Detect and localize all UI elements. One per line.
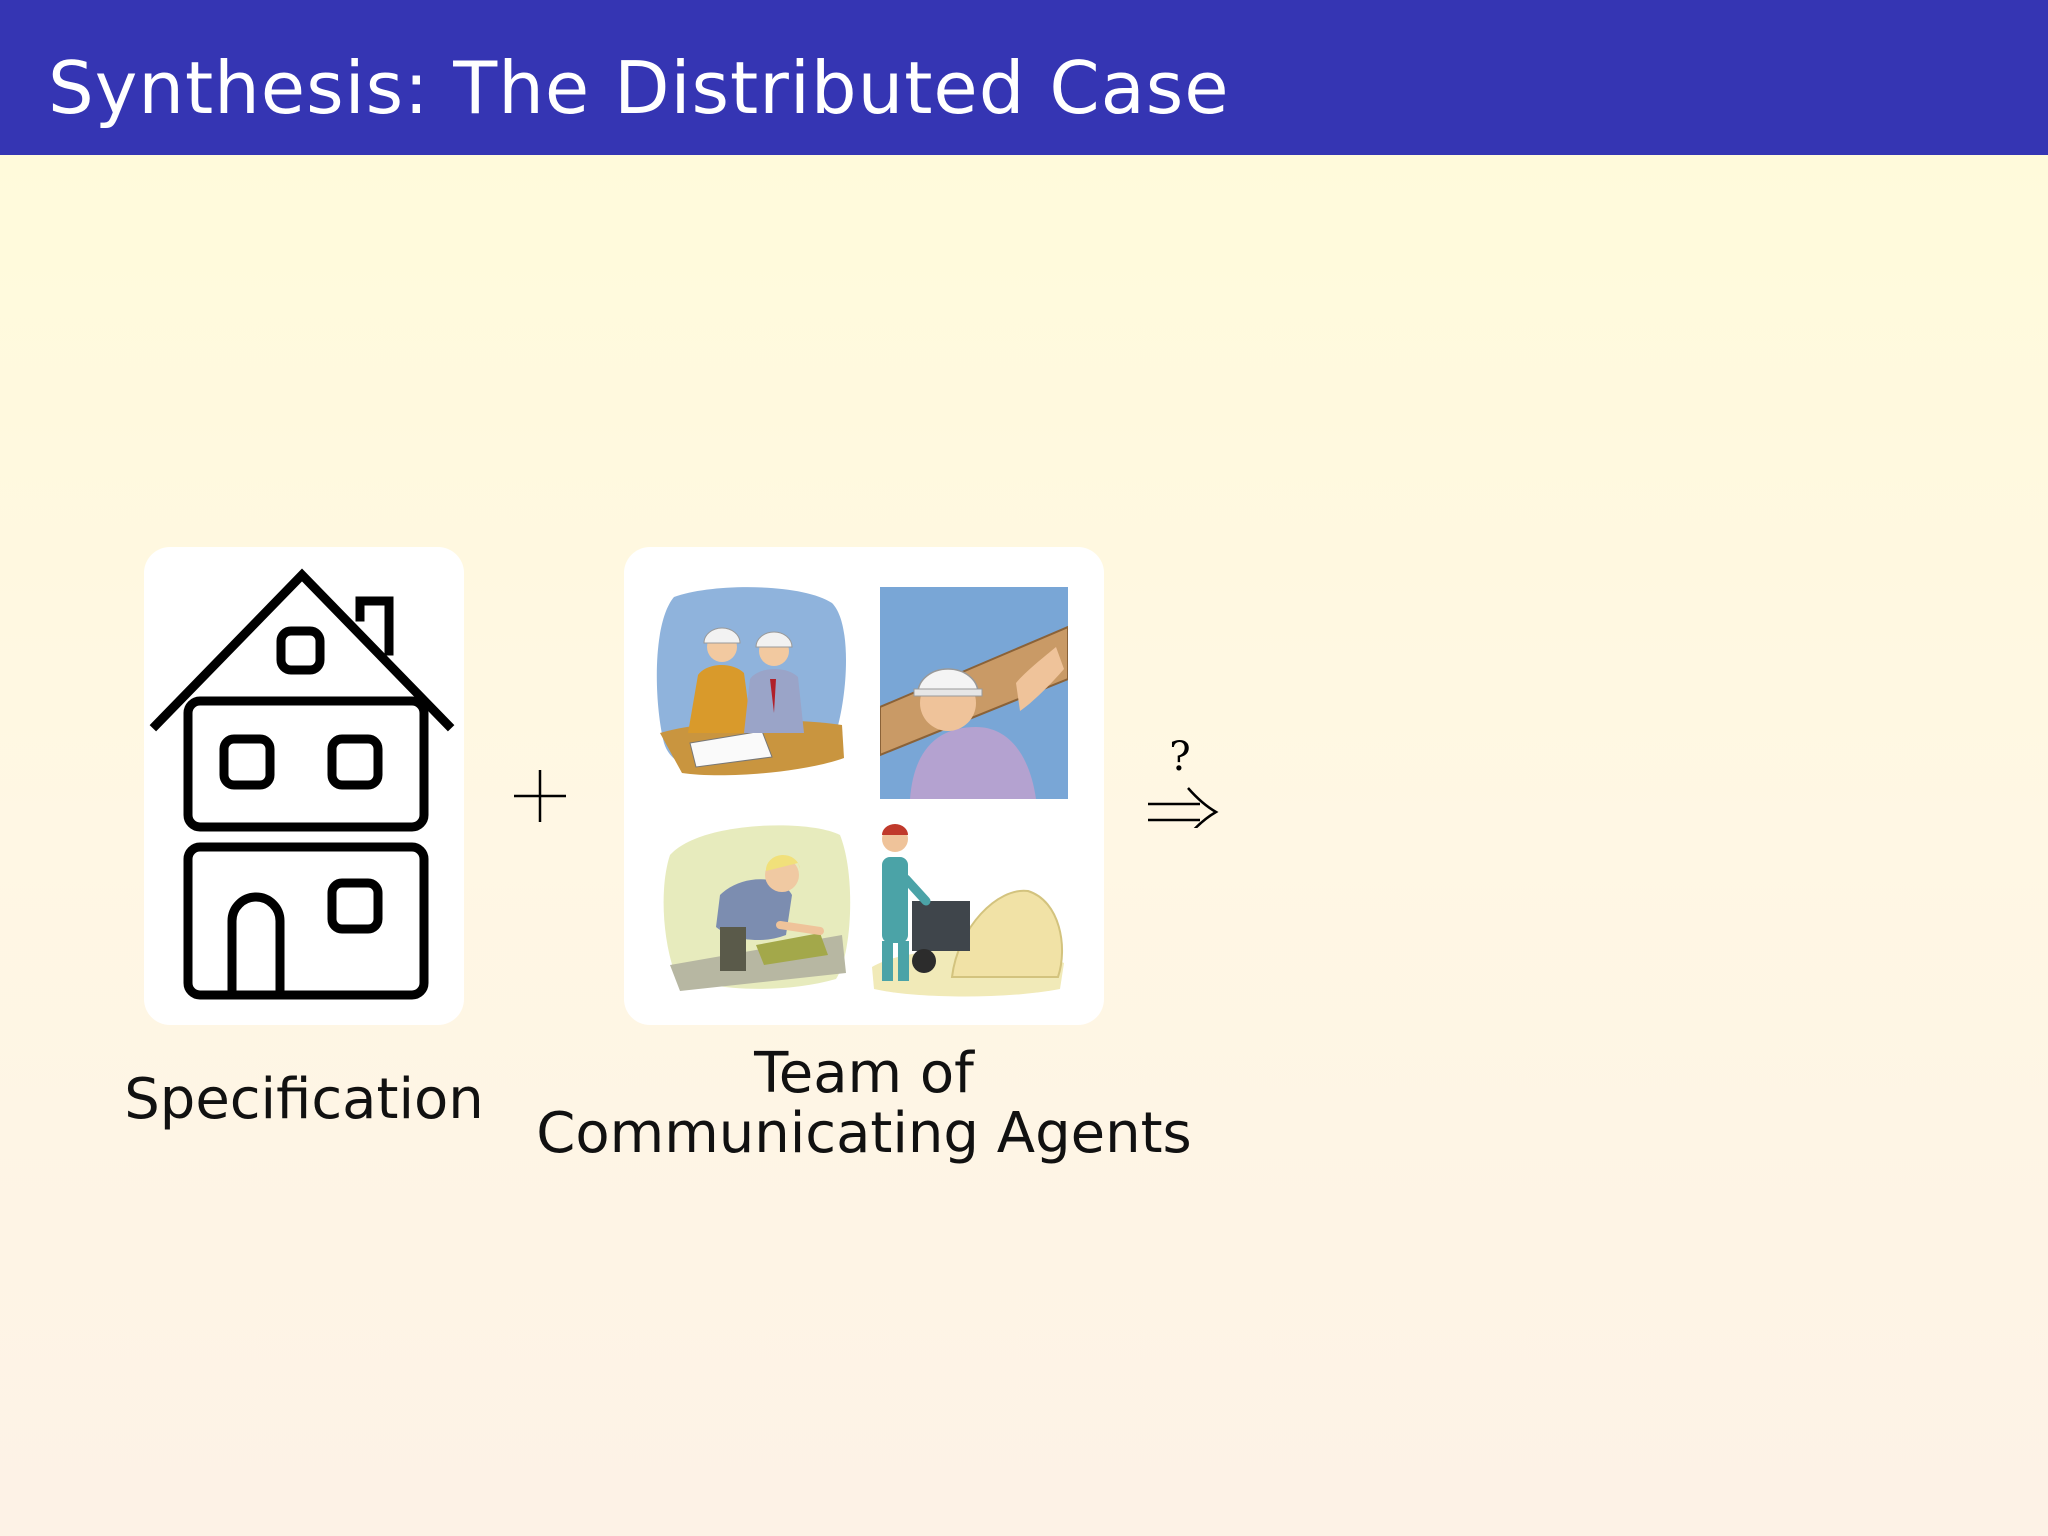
team-label-line-2: Communicating Agents — [536, 1101, 1192, 1166]
implies-arrow-icon: ? — [1148, 734, 1219, 828]
plus-sign — [514, 770, 566, 822]
worker-carrying-beam-clipart — [880, 587, 1068, 799]
worker-with-cement-mixer-clipart — [868, 817, 1068, 997]
engineers-reviewing-plans-clipart — [652, 583, 852, 783]
question-mark: ? — [1169, 734, 1190, 780]
house-outline-icon — [149, 568, 455, 1000]
team-label-line-1: Team of — [754, 1041, 974, 1106]
title-bar: Synthesis: The Distributed Case — [0, 0, 2048, 155]
worker-laying-tiles-clipart — [660, 815, 852, 995]
slide-title: Synthesis: The Distributed Case — [48, 46, 1230, 130]
team-card — [624, 547, 1104, 1025]
specification-label: Specification — [124, 1067, 484, 1132]
specification-card — [144, 547, 464, 1025]
team-label: Team of Communicating Agents — [534, 1044, 1194, 1164]
